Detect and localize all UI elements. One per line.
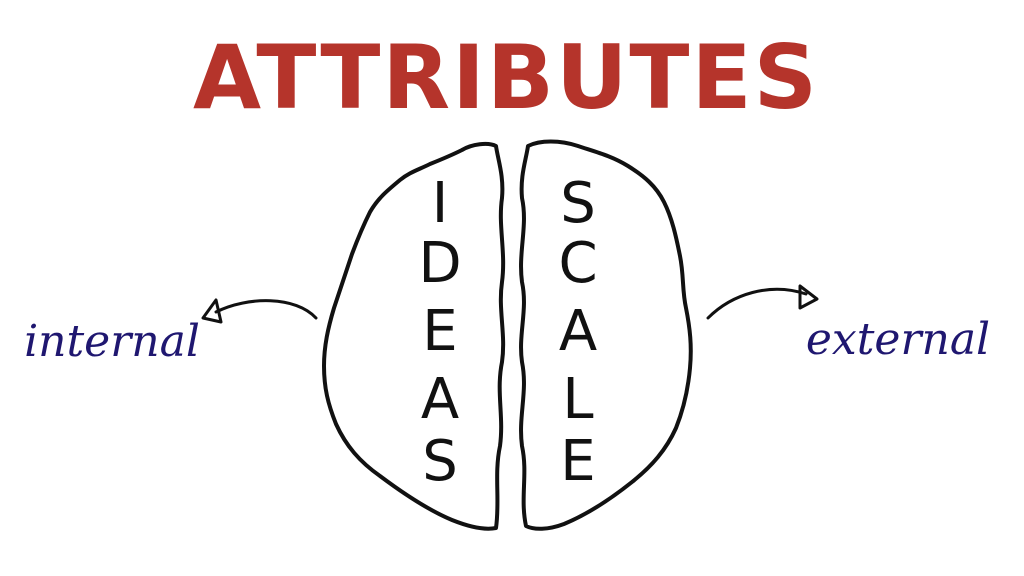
- right-hemisphere-outline: [519, 139, 693, 531]
- diagram-title: ATTRIBUTES: [193, 26, 819, 129]
- external-arrow-line: [706, 287, 808, 320]
- left-hemisphere-outline: [322, 141, 506, 531]
- external-label: external: [806, 314, 990, 365]
- left-letter: I: [432, 171, 449, 236]
- left-letter: A: [421, 367, 459, 432]
- external-arrowhead-icon: [798, 284, 819, 310]
- right-letter: C: [558, 231, 597, 296]
- internal-arrowhead-icon: [201, 298, 223, 324]
- internal-label: internal: [24, 316, 200, 367]
- right-letter: E: [560, 429, 595, 494]
- left-letter: S: [422, 429, 458, 494]
- right-letter: S: [560, 171, 596, 236]
- left-letter: D: [418, 231, 461, 296]
- right-letter: L: [562, 367, 593, 432]
- right-letter: A: [559, 299, 597, 364]
- left-letter: E: [422, 299, 457, 364]
- internal-arrow-line: [214, 299, 318, 320]
